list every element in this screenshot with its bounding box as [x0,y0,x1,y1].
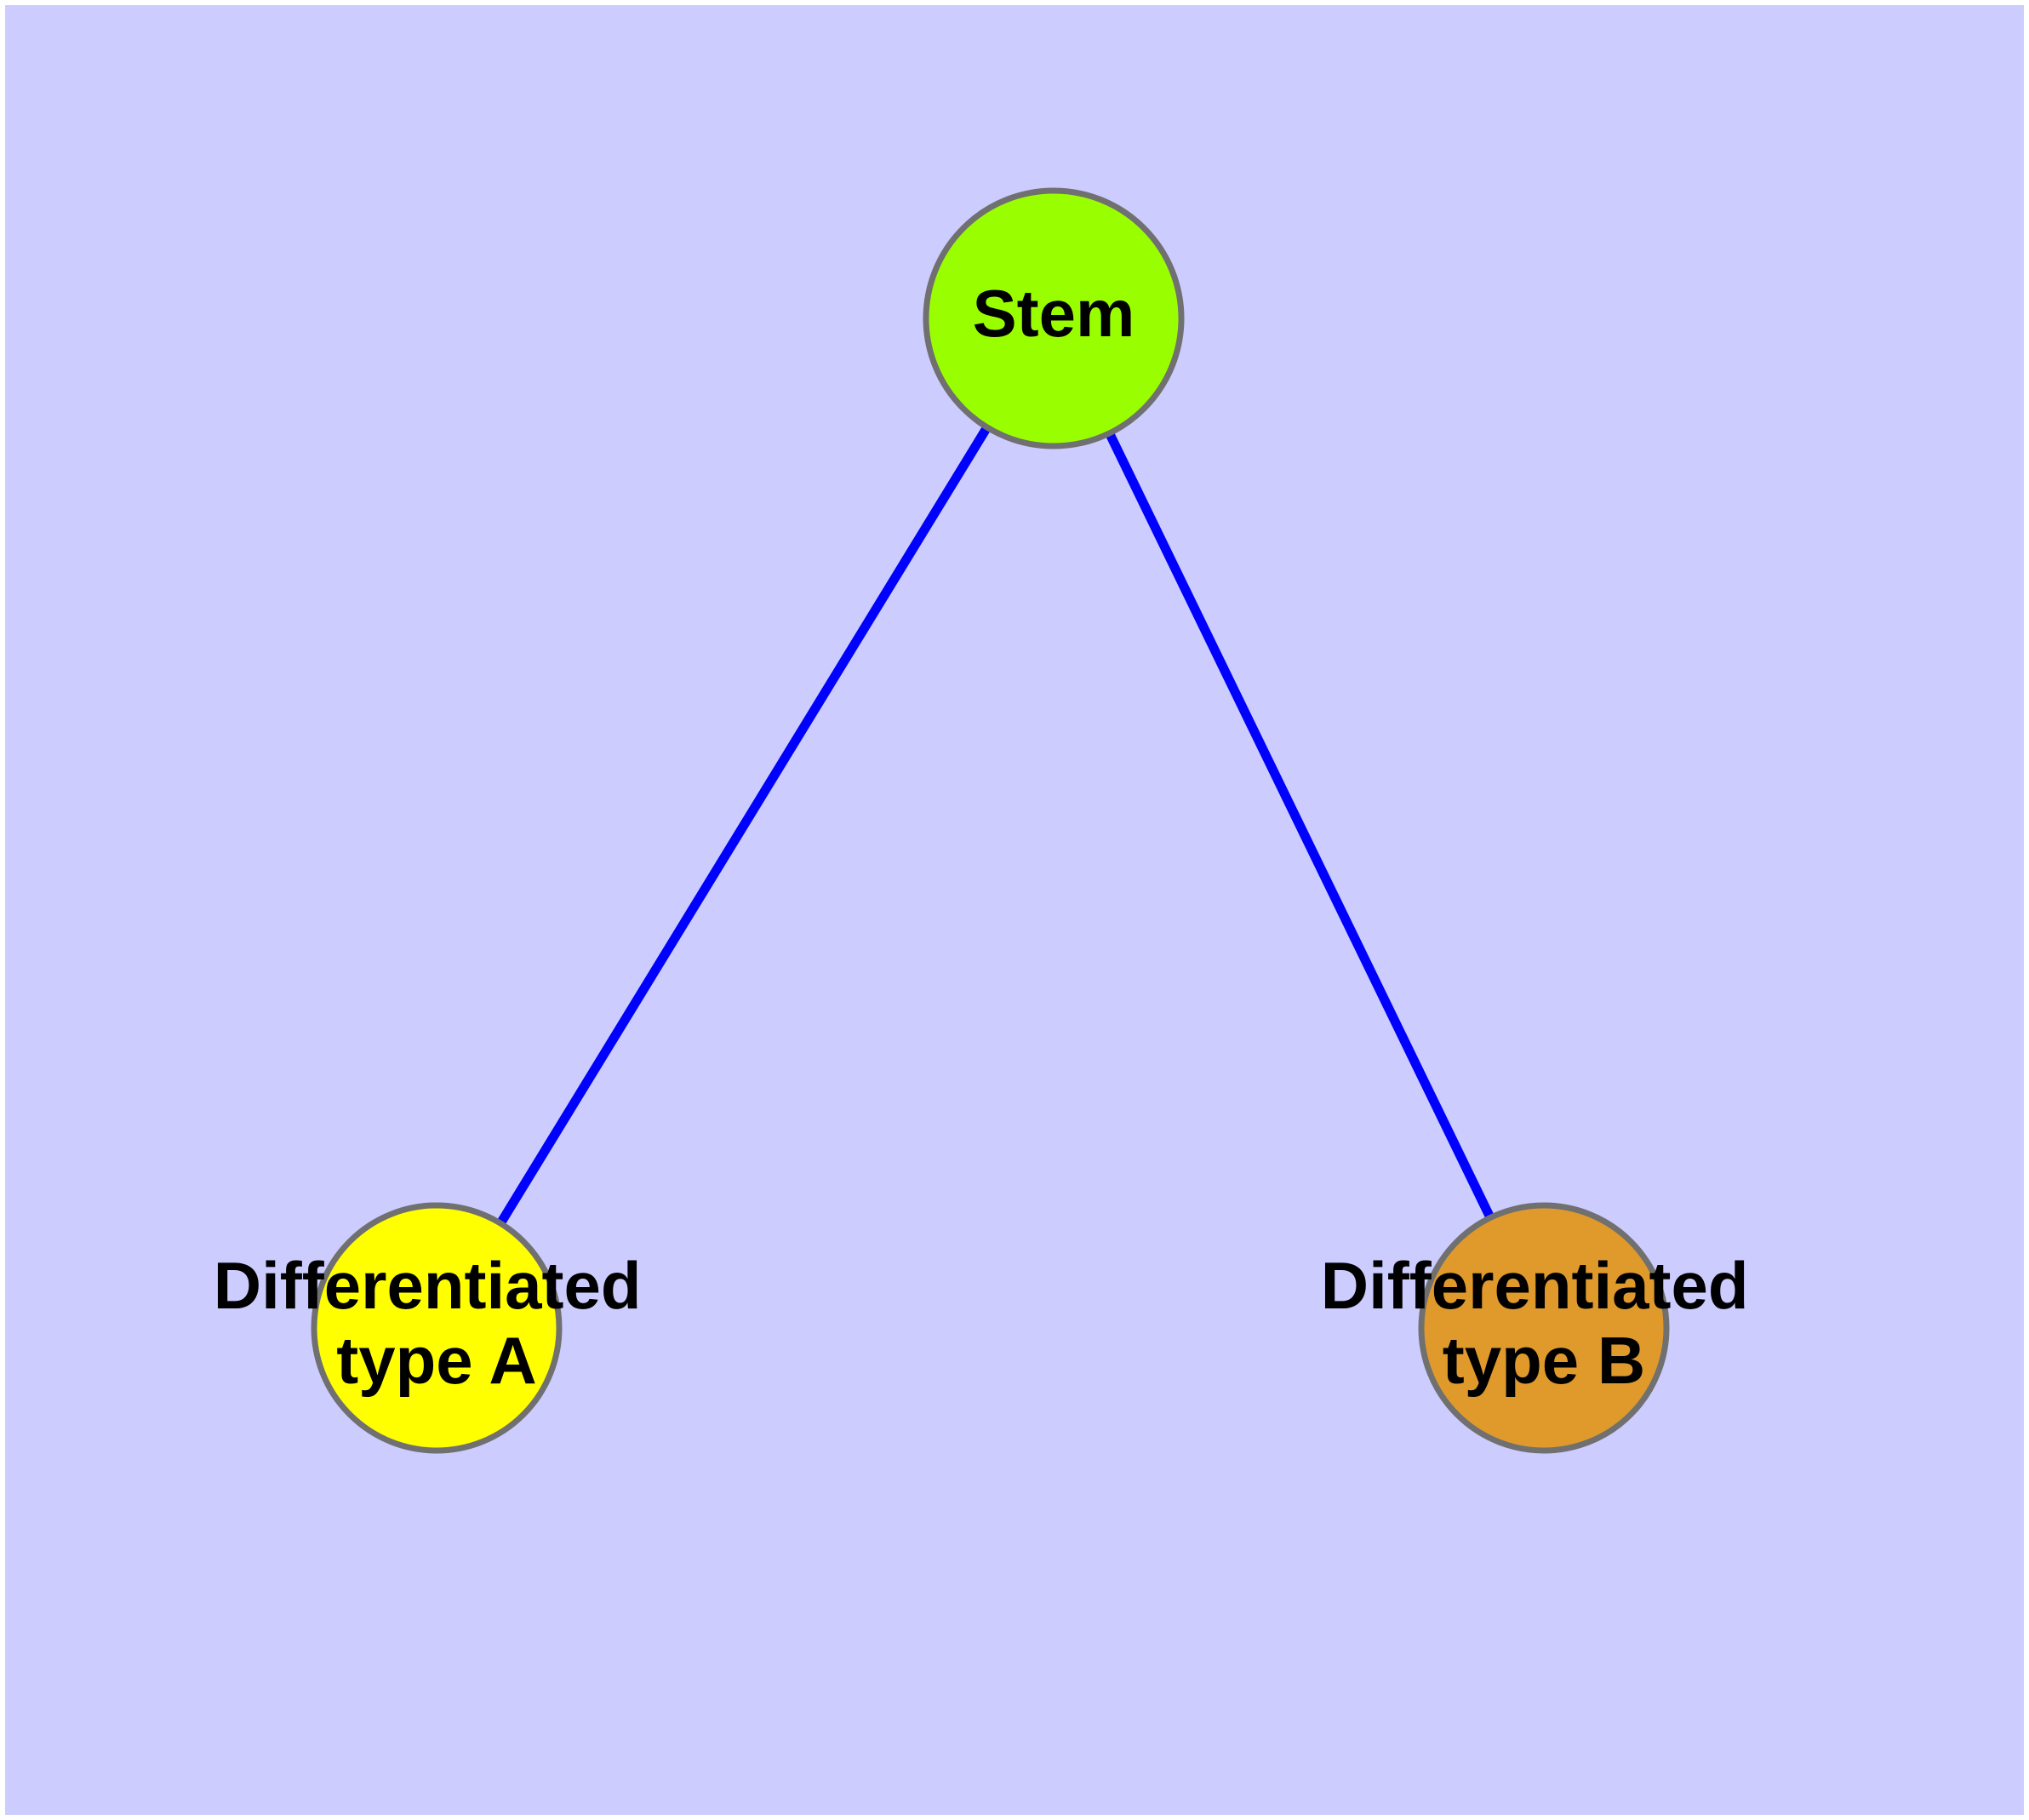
node-label-differentiated-type-b-line-2: type B [1443,1323,1645,1398]
edge-stem-to-differentiated-type-b[interactable] [1106,432,1495,1219]
node-label-differentiated-type-b-line-1: Differentiated [1321,1248,1749,1323]
node-label-stem-line-1: Stem [973,276,1135,351]
node-label-differentiated-type-a-line-2: type A [336,1323,537,1398]
label-layer: Stem Differentiated type A Differentiate… [214,276,1767,1398]
edge-layer [497,426,1495,1225]
node-label-differentiated-type-a: Differentiated type A [214,1248,660,1398]
node-stem[interactable] [923,187,1185,449]
node-differentiated-type-b[interactable] [1418,1202,1670,1454]
edge-stem-to-differentiated-type-a[interactable] [497,426,991,1225]
node-label-differentiated-type-b: Differentiated type B [1321,1248,1767,1398]
node-layer [311,187,1670,1454]
node-label-differentiated-type-a-line-1: Differentiated [214,1248,642,1323]
node-differentiated-type-a[interactable] [311,1202,563,1454]
node-label-stem: Stem [973,276,1135,351]
